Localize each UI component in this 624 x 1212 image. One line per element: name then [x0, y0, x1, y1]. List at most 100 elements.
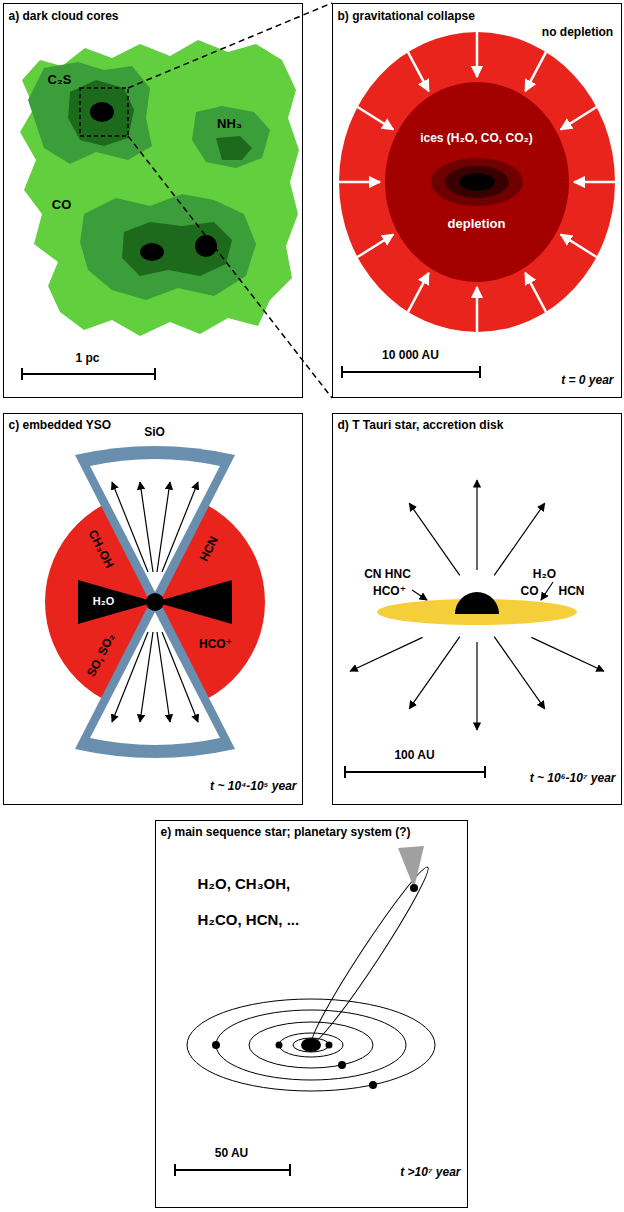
- core-center: [459, 173, 495, 191]
- infall-arrow: [525, 273, 546, 312]
- infall-arrow: [408, 52, 429, 91]
- zoom-line: [128, 3, 332, 88]
- orbit: [249, 1022, 373, 1068]
- infall-arrow: [408, 273, 429, 312]
- planet: [369, 1081, 377, 1089]
- zoom-line: [128, 136, 332, 398]
- star: [455, 592, 499, 614]
- wind-arrows: [350, 480, 604, 730]
- molecule-label: H₂O: [533, 566, 556, 580]
- wind-arrow: [350, 637, 423, 671]
- molecule-label: HCN: [196, 534, 221, 564]
- molecule-label: CO: [521, 583, 539, 597]
- infall-arrow: [561, 235, 597, 258]
- comet-orbit: [305, 862, 435, 1047]
- zone-label: ices (H₂O, CO, CO₂): [420, 130, 533, 144]
- cloud-dark: [216, 136, 252, 160]
- infall-arrow: [525, 52, 546, 91]
- panel-box: c) embedded YSOSiOCH₃OHHCNH₂OSO, SO₂HCO⁺…: [3, 413, 303, 805]
- molecule-label: H₂O: [93, 595, 114, 608]
- time-label: t = 0 year: [561, 372, 613, 386]
- planet: [326, 1042, 333, 1049]
- envelope-depleted: [385, 82, 569, 282]
- outflow-arrow: [157, 482, 170, 572]
- planet: [276, 1042, 283, 1049]
- wind-arrow: [494, 503, 545, 575]
- panel-box: b) gravitational collapse no depletion ice…: [332, 3, 622, 398]
- outflow-wall: [75, 608, 235, 758]
- planet: [212, 1041, 220, 1049]
- panel-title: e) main sequence star; planetary system …: [161, 824, 411, 838]
- panel-title: a) dark cloud cores: [9, 8, 119, 22]
- comet-tail: [398, 846, 424, 888]
- infall-arrow: [358, 107, 394, 130]
- orbit: [216, 1010, 406, 1080]
- cloud-mid: [28, 62, 152, 164]
- leader-arrow: [541, 582, 553, 600]
- time-label: t ~ 10⁶-10⁷ year: [530, 770, 616, 784]
- core-ring: [445, 166, 509, 198]
- outflow-wall: [75, 446, 235, 596]
- molecule-label: CH₃OH: [85, 527, 116, 570]
- planet: [338, 1061, 346, 1069]
- panel-box: d) T Tauri star, accretion disk CN HNC H₂O…: [332, 413, 622, 805]
- panel-title: b) gravitational collapse: [338, 8, 475, 22]
- dense-core: [140, 243, 164, 261]
- envelope-outer: [339, 32, 615, 332]
- core-ring: [431, 158, 523, 206]
- panel-title: d) T Tauri star, accretion disk: [338, 417, 504, 431]
- outflow-arrow: [140, 632, 153, 722]
- cloud-mid: [80, 194, 256, 300]
- scale-label: 100 AU: [394, 747, 434, 761]
- outflow-arrow: [112, 632, 148, 722]
- outflow-arrow: [162, 482, 198, 572]
- scale-bar: [22, 368, 155, 380]
- scale-label: 50 AU: [215, 1145, 249, 1159]
- wind-arrow: [409, 503, 460, 575]
- outflow-arrow: [162, 632, 198, 722]
- molecule-label: NH₃: [217, 116, 242, 132]
- time-label: t >10⁷ year: [400, 1164, 460, 1178]
- molecule-label: SiO: [144, 424, 165, 438]
- cloud-mid: [192, 106, 270, 168]
- infall-arrow: [339, 181, 380, 184]
- dense-core: [195, 235, 217, 257]
- zone-label: no depletion: [542, 24, 613, 38]
- outflow-cavity: [90, 459, 220, 592]
- outflow-arrows: [112, 482, 198, 722]
- panel-title: c) embedded YSO: [9, 417, 111, 431]
- wind-arrow: [494, 637, 545, 709]
- disk: [155, 580, 232, 624]
- scale-bar: [345, 766, 485, 778]
- outflow-arrow: [112, 482, 148, 572]
- panel-box: a) dark cloud coresC₂S NH₃ CO 1 pc: [3, 3, 303, 398]
- orbit: [187, 999, 435, 1091]
- scale-label: 1 pc: [75, 350, 99, 364]
- molecule-label: HCO⁺: [373, 583, 406, 597]
- molecule-label: CO: [52, 197, 72, 213]
- sun: [301, 1038, 321, 1052]
- molecule-label: C₂S: [48, 72, 72, 88]
- protostar: [146, 593, 164, 611]
- infall-arrow: [561, 107, 597, 130]
- scale-label: 10 000 AU: [382, 347, 439, 361]
- orbit: [293, 1038, 329, 1052]
- outflow-arrow: [157, 632, 170, 722]
- cloud-dark: [68, 80, 134, 146]
- outflow-cavity: [90, 612, 220, 745]
- infall-arrow: [574, 181, 615, 184]
- zone-label: depletion: [448, 216, 506, 232]
- panel-box: e) main sequence star; planetary system …: [155, 820, 468, 1208]
- scale-bar: [175, 1164, 290, 1176]
- molecule-label: HCN: [559, 583, 585, 597]
- comet: [410, 884, 418, 892]
- outflow-arrow: [140, 482, 153, 572]
- cloud-light: [20, 40, 299, 336]
- infall-arrow: [476, 287, 479, 332]
- molecule-label: SO, SO₂: [83, 630, 117, 678]
- orbit: [279, 1033, 343, 1057]
- molecule-label: CN HNC: [364, 566, 411, 580]
- scale-bar: [342, 366, 480, 378]
- orbits: [187, 862, 435, 1091]
- dense-core: [90, 102, 114, 122]
